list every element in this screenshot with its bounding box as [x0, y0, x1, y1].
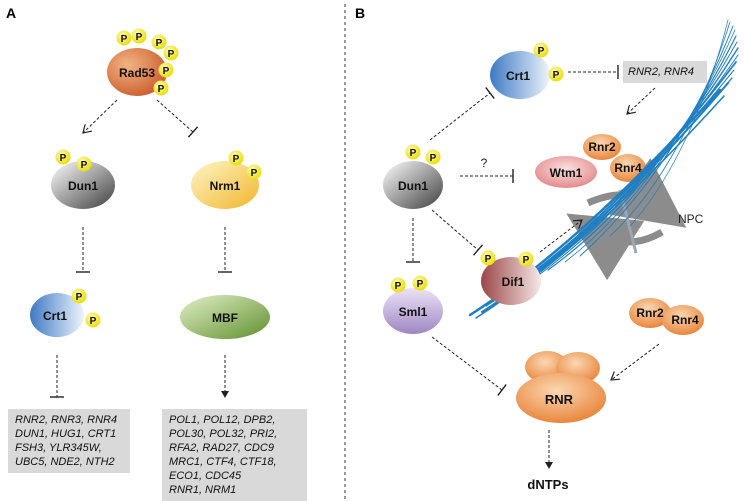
- phospho-site: P: [518, 251, 534, 267]
- panel-letter-a: A: [6, 5, 16, 21]
- gene-line: RNR2, RNR4: [628, 66, 695, 78]
- gene-box-crt1-targets: RNR2, RNR3, RNR4 DUN1, HUG1, CRT1 FSH3, …: [8, 409, 130, 473]
- rad53-label: Rad53: [119, 66, 155, 80]
- phospho-site: P: [158, 62, 174, 78]
- rnr-label: RNR: [545, 392, 574, 407]
- svg-text:P: P: [485, 254, 492, 265]
- panel-letter-b: B: [355, 5, 365, 21]
- wtm1-shape: [535, 156, 597, 188]
- phospho-site: P: [390, 277, 406, 293]
- crt1-label-a: Crt1: [43, 309, 67, 323]
- dun1-node-b: Dun1 P P: [383, 144, 443, 209]
- sml1-label: Sml1: [399, 305, 428, 319]
- phospho-site: P: [76, 156, 92, 172]
- svg-text:P: P: [410, 148, 417, 159]
- gene-line: ECO1, CDC45: [169, 470, 242, 482]
- svg-text:P: P: [81, 160, 88, 171]
- crt1-label-b: Crt1: [506, 69, 530, 83]
- phospho-site: P: [228, 150, 244, 166]
- svg-text:P: P: [121, 34, 128, 45]
- mbf-label: MBF: [212, 311, 238, 325]
- gene-line: RNR1, NRM1: [169, 484, 237, 496]
- svg-text:P: P: [60, 153, 67, 164]
- rad53-node: Rad53: [107, 48, 167, 96]
- phospho-site: P: [153, 80, 169, 96]
- phospho-site: P: [480, 250, 496, 266]
- rad53-phospho-group: P P P P P P: [116, 28, 179, 96]
- dun1-label-b: Dun1: [398, 179, 428, 193]
- rnr4-top-label: Rnr4: [614, 161, 642, 175]
- svg-text:P: P: [538, 46, 545, 57]
- svg-text:P: P: [136, 32, 143, 43]
- phospho-site: P: [85, 312, 101, 328]
- gene-line: RNR2, RNR3, RNR4: [15, 414, 118, 426]
- gene-line: FSH3, YLR345W,: [15, 442, 102, 454]
- arrow-genes-rnr-complex: [627, 87, 656, 114]
- gene-line: MRC1, CTF4, CTF18,: [169, 456, 277, 468]
- mbf-node: MBF: [180, 295, 270, 339]
- gene-line: RFA2, RAD27, CDC9: [169, 442, 274, 454]
- dun1-label-a: Dun1: [68, 179, 98, 193]
- wtm1-label: Wtm1: [550, 166, 583, 180]
- phospho-site: P: [131, 28, 147, 44]
- phospho-site: P: [412, 275, 428, 291]
- dun1-node-a: Dun1 P P: [51, 149, 115, 209]
- phospho-site: P: [163, 45, 179, 61]
- svg-text:P: P: [523, 255, 530, 266]
- phospho-site: P: [548, 66, 564, 82]
- crt1-node-a: Crt1 P P: [30, 288, 101, 337]
- inhibit-dun1-crt1-b: [429, 87, 495, 141]
- rnr2-top-label: Rnr2: [588, 140, 616, 154]
- rnr-wtm1-complex: Rnr2 Rnr4 Wtm1: [535, 134, 646, 188]
- phospho-site: P: [533, 42, 549, 58]
- inhibit-rad53-nrm1: [156, 99, 199, 138]
- nrm1-label: Nrm1: [210, 179, 241, 193]
- phospho-site: P: [55, 149, 71, 165]
- rnr2-top-shape: [583, 134, 621, 160]
- crt1-node-b: Crt1 P P: [490, 42, 564, 99]
- svg-text:P: P: [395, 281, 402, 292]
- gene-box-rnr2-rnr4: RNR2, RNR4: [623, 61, 707, 83]
- svg-text:P: P: [168, 49, 175, 60]
- phospho-site: P: [116, 30, 132, 46]
- dif1-node: Dif1 P P: [480, 250, 541, 305]
- svg-text:P: P: [233, 154, 240, 165]
- svg-text:P: P: [90, 316, 97, 327]
- svg-text:P: P: [251, 168, 258, 179]
- nrm1-node: Nrm1 P P: [191, 150, 262, 209]
- rnr-small-complex: Rnr2 Rnr4: [629, 298, 704, 335]
- dntps-label: dNTPs: [527, 477, 568, 492]
- svg-text:P: P: [158, 84, 165, 95]
- rnr-node: RNR: [516, 351, 606, 423]
- svg-text:P: P: [76, 292, 83, 303]
- gene-line: POL30, POL32, PRI2,: [169, 428, 278, 440]
- svg-text:P: P: [430, 153, 437, 164]
- phospho-site: P: [151, 34, 167, 50]
- arrow-rad53-dun1: [83, 99, 118, 133]
- svg-text:P: P: [417, 279, 424, 290]
- gene-line: UBC5, NDE2, NTH2: [15, 456, 115, 468]
- svg-text:P: P: [553, 70, 560, 81]
- rnr2-small-label: Rnr2: [636, 306, 664, 320]
- phospho-site: P: [71, 288, 87, 304]
- sml1-node: Sml1 P P: [383, 275, 443, 334]
- arrow-small-rnr: [611, 343, 660, 380]
- svg-text:P: P: [163, 66, 170, 77]
- phospho-site: P: [425, 149, 441, 165]
- dif1-label: Dif1: [502, 275, 525, 289]
- gene-line: POL1, POL12, DPB2,: [169, 414, 276, 426]
- phospho-site: P: [405, 144, 421, 160]
- phospho-site: P: [246, 164, 262, 180]
- svg-text:P: P: [156, 38, 163, 49]
- rnr4-small-label: Rnr4: [671, 313, 699, 327]
- inhibit-sml1-rnr: [431, 336, 507, 397]
- gene-box-mbf-targets: POL1, POL12, DPB2, POL30, POL32, PRI2, R…: [162, 409, 307, 501]
- gene-line: DUN1, HUG1, CRT1: [15, 428, 117, 440]
- arrow-dif1-npc: [539, 220, 582, 253]
- inhibit-dun1-dif1: [431, 209, 484, 256]
- question-mark: ?: [481, 156, 488, 170]
- npc-label: NPC: [678, 212, 704, 226]
